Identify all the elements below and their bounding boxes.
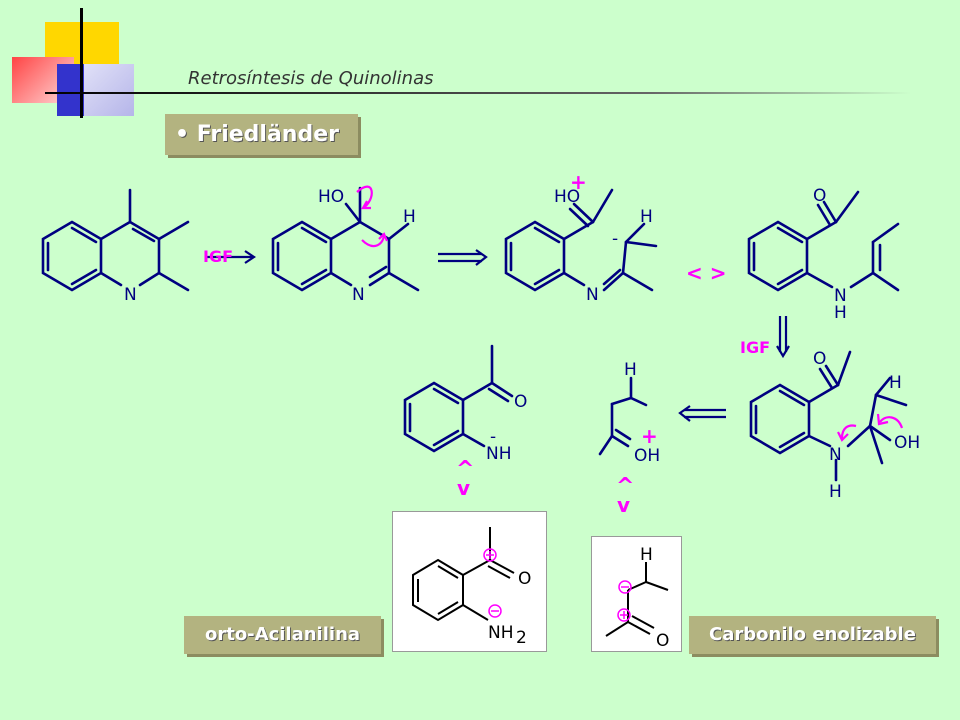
ortho-aminoacetophenone-structure: O NH - ^ v — [403, 344, 527, 500]
atom-n-2: N — [352, 285, 365, 305]
enamine-ketone-structure: O N H — [747, 186, 900, 323]
iminium-oxocarbenium-structure: HO + H N - — [504, 170, 658, 305]
atom-oh-1: OH — [894, 433, 920, 453]
atom-ho-2: HO — [554, 187, 580, 207]
atom-nh2-1: NH — [488, 623, 514, 643]
synthon-down-symbol-left: v — [457, 476, 470, 500]
ortho-acylaniline-synthon: O NH 2 — [412, 527, 531, 648]
atom-h-6: H — [624, 360, 637, 380]
atom-n-4: N — [834, 286, 847, 306]
ortho-acylaniline-label: orto-Acilanilina — [184, 616, 381, 654]
atom-h-7: H — [640, 545, 653, 565]
enol-fragment-structure: H OH + ^ v — [598, 360, 660, 517]
retro-arrow-1 — [438, 249, 488, 266]
atom-o-2: O — [813, 349, 826, 369]
quinoline-structure: N — [41, 188, 190, 305]
electron-arrow-1 — [356, 185, 373, 209]
atom-n-3: N — [586, 285, 599, 305]
dihydroquinoline-alcohol-structure: HO H N — [271, 185, 420, 305]
atom-h-1: H — [403, 207, 416, 227]
minus-charge-2: - — [490, 427, 496, 447]
atom-ho-1: HO — [318, 187, 344, 207]
slide-title: Retrosíntesis de Quinolinas — [188, 68, 434, 89]
enolizable-carbonyl-synthon-box — [591, 536, 682, 652]
atom-h-2: H — [640, 207, 653, 227]
igf-arrow-2: IGF — [740, 316, 790, 359]
atom-nh-1: NH — [486, 444, 512, 464]
synthon-up-symbol-left: ^ — [456, 457, 474, 482]
synthon-down-symbol-right: v — [617, 493, 630, 517]
retro-arrow-2 — [678, 405, 726, 422]
plus-charge-1: + — [570, 170, 587, 194]
atom-oh-2: OH — [634, 446, 660, 466]
atom-h-5: H — [829, 482, 842, 502]
plus-charge-2: + — [641, 424, 658, 448]
igf-label-1: IGF — [203, 247, 233, 266]
igf-arrow-1: IGF — [203, 247, 256, 266]
atom-o-4: O — [518, 569, 531, 589]
aminoketone-enol-structure: O H N H OH — [749, 349, 920, 502]
enolizable-carbonyl-label: Carbonilo enolizable — [689, 616, 936, 654]
subscript-2: 2 — [516, 628, 527, 648]
resonance-symbol: < > — [686, 261, 726, 285]
friedlander-bullet: • Friedländer — [165, 114, 358, 155]
atom-o-3: O — [514, 392, 527, 412]
atom-o-1: O — [813, 186, 826, 206]
decoration-vertical-line — [80, 8, 83, 118]
atom-n-5: N — [829, 445, 842, 465]
electron-arrow-4 — [879, 416, 904, 429]
atom-n-1: N — [124, 285, 137, 305]
synthon-up-symbol-right: ^ — [616, 474, 634, 499]
decoration-horizontal-line — [45, 92, 911, 94]
atom-h-4: H — [889, 373, 902, 393]
atom-o-5: O — [656, 631, 669, 651]
electron-arrow-3 — [840, 424, 857, 439]
minus-charge-1: - — [612, 229, 618, 249]
electron-arrow-2 — [361, 233, 386, 248]
atom-h-3: H — [834, 303, 847, 323]
decoration-white-square — [84, 64, 134, 116]
enolizable-carbonyl-synthon: H O — [605, 545, 669, 651]
igf-label-2: IGF — [740, 338, 770, 357]
